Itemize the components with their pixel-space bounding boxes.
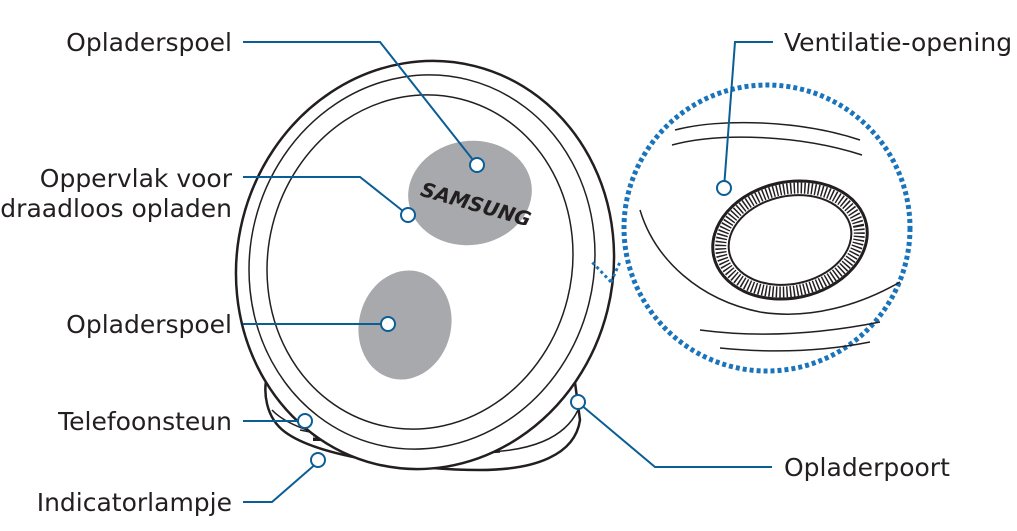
- zoom-bubble: [590, 82, 913, 374]
- label-indicator: Indicatorlampje: [37, 488, 232, 517]
- vent-ring-inner: [727, 194, 853, 286]
- label-stand: Telefoonsteun: [57, 407, 232, 436]
- coil-top: [408, 140, 532, 246]
- label-surface-line1: Oppervlak voor: [40, 164, 233, 193]
- leader-lines: [243, 41, 773, 503]
- label-vent: Ventilatie-opening: [784, 28, 1012, 57]
- vent-ring-outer: [711, 179, 869, 301]
- label-coil-top: Opladerspoel: [66, 28, 232, 57]
- vent-ring-grille: [715, 182, 865, 298]
- label-surface-line2: draadloos opladen: [0, 194, 232, 223]
- charging-pad: [234, 59, 616, 471]
- label-port: Opladerpoort: [784, 453, 950, 482]
- coil-bottom: [358, 270, 452, 380]
- label-coil-bottom: Opladerspoel: [66, 310, 232, 339]
- labels: Opladerspoel Oppervlak voor draadloos op…: [0, 28, 1012, 517]
